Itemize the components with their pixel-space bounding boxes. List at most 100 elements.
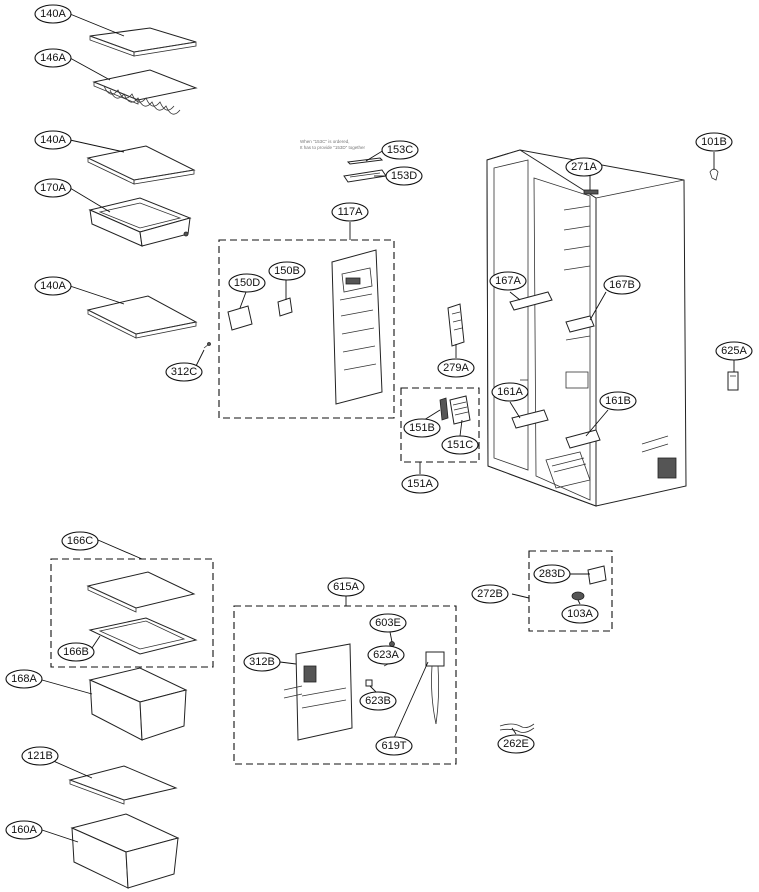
callout-312c: 312C <box>165 362 203 382</box>
callout-150b: 150B <box>268 261 306 281</box>
label-623b: 623B <box>365 695 391 707</box>
callout-140a-1: 140A <box>34 4 72 24</box>
label-150d: 150D <box>234 277 260 289</box>
label-272b: 272B <box>477 588 503 600</box>
label-283d: 283D <box>539 568 565 580</box>
crisper-drawer-168a <box>88 667 188 741</box>
harness-262e <box>499 723 535 733</box>
group-box-615a <box>233 605 457 765</box>
callout-168a: 168A <box>5 669 43 689</box>
part-150b <box>277 297 293 317</box>
shelf-140a-middle <box>86 145 196 185</box>
callout-153d: 153D <box>385 166 423 186</box>
label-625a: 625A <box>721 345 747 357</box>
group-box-151a <box>400 387 480 463</box>
shelf-121b <box>68 765 178 805</box>
label-170a: 170A <box>40 182 66 194</box>
note-line-1: When "153C" is ordered, <box>300 139 349 144</box>
label-160a: 160A <box>11 824 37 836</box>
callout-271a: 271A <box>565 157 603 177</box>
note-line-2: It has to provide "153D" together <box>300 145 365 150</box>
callout-272b: 272B <box>471 584 509 604</box>
label-166c: 166C <box>67 535 93 547</box>
bracket-101b <box>709 168 719 181</box>
shelf-140a-bottom <box>86 295 198 339</box>
part-283d <box>587 565 607 585</box>
label-167a: 167A <box>495 275 521 287</box>
group-box-272b <box>528 550 613 632</box>
label-151c: 151C <box>447 439 473 451</box>
screw-312c <box>203 342 211 349</box>
label-150b: 150B <box>274 265 300 277</box>
callout-623a: 623A <box>367 645 405 665</box>
bin-161a <box>511 409 549 429</box>
callout-151a: 151A <box>401 474 439 494</box>
group-box-166c <box>50 558 214 668</box>
callout-167b: 167B <box>603 275 641 295</box>
leader-lines <box>41 13 735 843</box>
callout-140a-3: 140A <box>34 276 72 296</box>
label-166b: 166B <box>63 646 89 658</box>
label-161b: 161B <box>605 395 631 407</box>
label-140a-3: 140A <box>40 280 66 292</box>
label-140a-1: 140A <box>40 8 66 20</box>
cover-panel-117a <box>331 249 383 405</box>
bin-167b <box>565 315 595 333</box>
part-625a <box>727 371 739 391</box>
label-168a: 168A <box>11 673 37 685</box>
part-279a <box>447 303 465 347</box>
part-151b <box>439 397 449 421</box>
callout-283d: 283D <box>533 564 571 584</box>
callout-623b: 623B <box>359 691 397 711</box>
part-103a <box>571 591 585 601</box>
callout-166c: 166C <box>61 531 99 551</box>
callout-625a: 625A <box>715 341 753 361</box>
label-312c: 312C <box>171 366 197 378</box>
callout-151c: 151C <box>441 435 479 455</box>
callout-167a: 167A <box>489 271 527 291</box>
label-146a: 146A <box>40 52 66 64</box>
label-623a: 623A <box>373 649 399 661</box>
callout-170a: 170A <box>34 178 72 198</box>
callout-161a: 161A <box>491 382 529 402</box>
crisper-frame-166b <box>88 617 198 655</box>
label-101b: 101B <box>701 136 727 148</box>
bin-161b <box>565 429 601 449</box>
note-text: When "153C" is ordered, It has to provid… <box>300 139 365 150</box>
label-271a: 271A <box>571 161 597 173</box>
callout-312b: 312B <box>243 652 281 672</box>
callout-603e: 603E <box>369 613 407 633</box>
callout-161b: 161B <box>599 391 637 411</box>
drawer-160a <box>70 813 180 889</box>
label-615a: 615A <box>333 581 359 593</box>
callout-166b: 166B <box>57 642 95 662</box>
label-603e: 603E <box>375 617 401 629</box>
harness-619t <box>425 651 445 725</box>
wine-rack-146a <box>92 69 198 115</box>
callout-160a: 160A <box>5 820 43 840</box>
bin-167a <box>509 291 553 311</box>
label-121b: 121B <box>27 750 53 762</box>
callout-153c: 153C <box>381 140 419 160</box>
callout-146a: 146A <box>34 48 72 68</box>
label-153d: 153D <box>391 170 417 182</box>
callout-615a: 615A <box>327 577 365 597</box>
callout-262e: 262E <box>497 734 535 754</box>
callout-150d: 150D <box>228 273 266 293</box>
control-panel-312b <box>283 643 353 741</box>
shelf-140a-top <box>89 27 197 57</box>
callout-117a: 117A <box>331 202 369 222</box>
label-151b: 151B <box>409 422 435 434</box>
label-151a: 151A <box>407 478 433 490</box>
callout-140a-2: 140A <box>34 130 72 150</box>
callout-103a: 103A <box>561 604 599 624</box>
callout-279a: 279A <box>437 358 475 378</box>
callout-151b: 151B <box>403 418 441 438</box>
label-619t: 619T <box>381 740 406 752</box>
label-103a: 103A <box>567 608 593 620</box>
drawer-170a <box>88 197 192 247</box>
label-161a: 161A <box>497 386 523 398</box>
label-262e: 262E <box>503 738 529 750</box>
callout-101b: 101B <box>695 132 733 152</box>
